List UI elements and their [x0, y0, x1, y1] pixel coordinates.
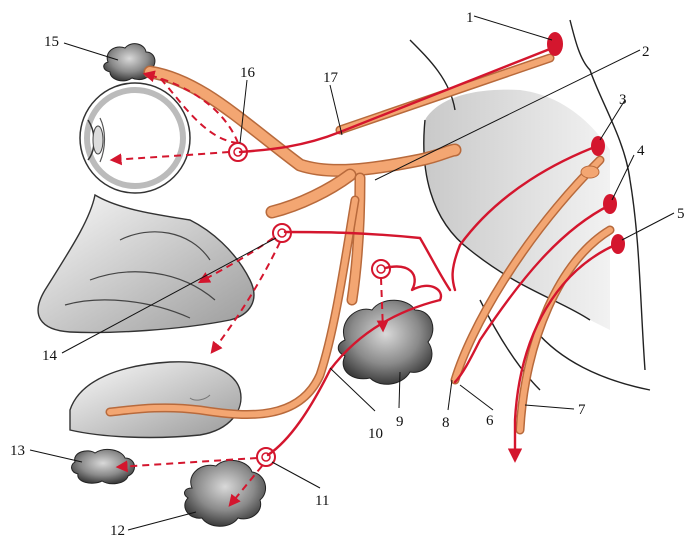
eyeball — [80, 83, 190, 193]
nasal-cavity — [38, 195, 254, 333]
oral-cavity — [70, 362, 241, 438]
label-1: 1 — [466, 10, 474, 26]
label-2: 2 — [642, 44, 650, 60]
label-5: 5 — [677, 206, 685, 222]
label-7: 7 — [578, 402, 586, 418]
label-10: 10 — [368, 426, 383, 442]
submandibular-ganglion-gland — [338, 300, 433, 384]
label-11: 11 — [315, 493, 329, 509]
label-9: 9 — [396, 414, 404, 430]
label-12: 12 — [110, 523, 125, 538]
parotid-gland — [185, 460, 266, 526]
label-16: 16 — [240, 65, 256, 81]
label-8: 8 — [442, 415, 450, 431]
label-17: 17 — [323, 70, 339, 86]
label-15: 15 — [44, 34, 59, 50]
label-6: 6 — [486, 413, 494, 429]
label-3: 3 — [619, 92, 627, 108]
label-4: 4 — [637, 143, 645, 159]
label-13: 13 — [10, 443, 25, 459]
label-14: 14 — [42, 348, 58, 364]
